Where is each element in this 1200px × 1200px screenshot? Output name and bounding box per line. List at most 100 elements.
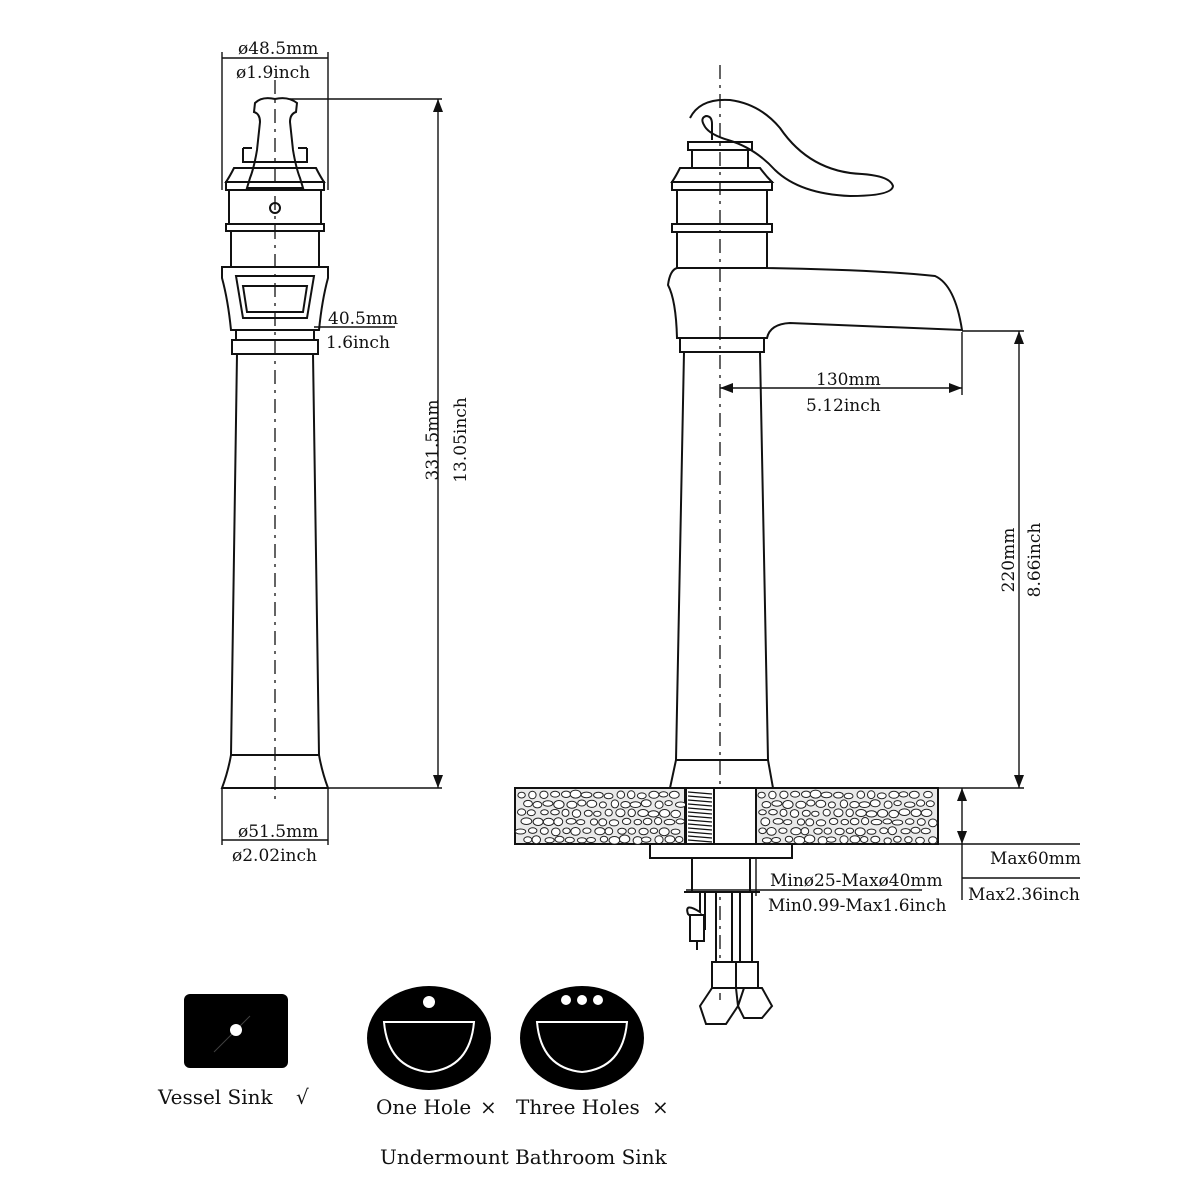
thread-line — [687, 795, 713, 799]
stone-pebble — [553, 800, 565, 809]
stone-pebble — [809, 789, 822, 799]
stone-pebble — [599, 835, 609, 843]
base-diameter-inch: ø2.02inch — [232, 846, 317, 866]
stone-pebble — [793, 836, 806, 845]
stone-pebble — [565, 818, 577, 825]
stone-pebble — [542, 817, 555, 827]
stone-pebble — [891, 819, 904, 826]
hex-nut-right — [736, 987, 774, 1019]
stone-pebble — [870, 818, 883, 826]
vessel-sink-hole — [230, 1024, 242, 1036]
neck-width-inch: 1.6inch — [326, 333, 390, 353]
handle-cap-ring — [242, 147, 308, 163]
stone-pebble — [893, 800, 902, 807]
stone-pebble — [833, 791, 844, 799]
stone-pebble — [920, 808, 933, 818]
window-section — [221, 266, 329, 331]
stone-pebble — [801, 809, 811, 817]
one-hole-cross: × — [480, 1095, 497, 1119]
hex-nut-left — [698, 987, 740, 1025]
stone-pebble — [905, 818, 915, 825]
stone-pebble — [648, 790, 660, 799]
stone-pebble — [784, 835, 794, 843]
stone-pebble — [782, 800, 794, 809]
stone-pebble — [554, 835, 565, 843]
stone-pebble — [593, 791, 604, 799]
stone-pebble — [550, 809, 560, 816]
stone-pebble — [641, 836, 652, 843]
stone-pebble — [908, 790, 920, 799]
stone-pebble — [620, 801, 631, 809]
total-height-mm: 331.5mm — [423, 400, 443, 481]
stone-pebble — [923, 790, 933, 799]
stone-pebble — [811, 810, 820, 817]
stone-pebble — [870, 835, 881, 844]
stone-pebble — [789, 809, 800, 818]
stone-pebble — [803, 834, 816, 844]
stone-pebble — [647, 810, 660, 818]
stone-pebble — [813, 827, 823, 835]
stone-pebble — [888, 790, 900, 799]
stone-pebble — [617, 827, 627, 835]
stone-pebble — [861, 817, 870, 826]
handle-lever — [245, 97, 305, 189]
stone-pebble — [910, 826, 921, 834]
stone-pebble — [658, 827, 670, 837]
stone-pebble — [654, 835, 664, 845]
thread-line — [687, 807, 713, 811]
stone-pebble — [882, 818, 893, 825]
stone-pebble — [561, 790, 572, 798]
spout-reach-mm: 130mm — [816, 370, 881, 390]
stone-pebble — [758, 827, 767, 835]
stone-pebble — [843, 792, 854, 800]
stone-pebble — [562, 827, 571, 835]
stone-pebble — [633, 818, 642, 826]
undermount-label: Undermount Bathroom Sink — [380, 1145, 668, 1169]
thread-line — [687, 827, 713, 831]
stone-pebble — [517, 808, 527, 816]
stone-pebble — [627, 827, 636, 835]
stone-pebble — [594, 827, 606, 836]
stone-pebble — [570, 827, 581, 836]
stone-pebble — [583, 809, 593, 817]
three-holes-sink-hole-2 — [577, 995, 587, 1005]
stone-pebble — [598, 818, 608, 827]
base-diameter-mm: ø51.5mm — [238, 822, 318, 842]
side-cap-flare — [670, 167, 775, 183]
stone-pebble — [580, 791, 593, 799]
stone-pebble — [532, 817, 544, 826]
stone-pebble — [604, 808, 613, 817]
stone-pebble — [659, 809, 671, 818]
stone-pebble — [618, 834, 631, 844]
stone-pebble — [904, 801, 916, 808]
stone-pebble — [632, 836, 643, 845]
stone-pebble — [904, 836, 913, 844]
supply-hoses — [715, 892, 753, 965]
stone-pebble — [783, 819, 793, 826]
stone-pebble — [616, 790, 626, 799]
stone-pebble — [586, 837, 596, 843]
stone-pebble — [528, 827, 538, 834]
deck-arrows — [957, 788, 967, 844]
thread-line — [687, 823, 713, 827]
stone-pebble — [928, 836, 938, 845]
stone-pebble — [898, 808, 911, 817]
stone-pebble — [900, 828, 911, 835]
stone-pebble — [569, 789, 582, 799]
thread-line — [687, 799, 713, 803]
stone-pebble — [800, 827, 810, 836]
stone-pebble — [858, 801, 871, 808]
stone-pebble — [768, 790, 777, 800]
thread-line — [687, 791, 713, 795]
deck-thickness-mm: Max60mm — [990, 849, 1081, 869]
stone-pebble — [604, 827, 614, 836]
stone-pebble — [815, 819, 827, 827]
stone-pebble — [778, 827, 788, 834]
side-shaft — [674, 351, 770, 761]
stone-pebble — [637, 809, 649, 817]
hole-size-mm: Minø25-Maxø40mm — [770, 871, 943, 891]
stone-pebble — [608, 836, 621, 845]
stone-pebble — [815, 799, 827, 808]
window-inner — [241, 285, 309, 313]
